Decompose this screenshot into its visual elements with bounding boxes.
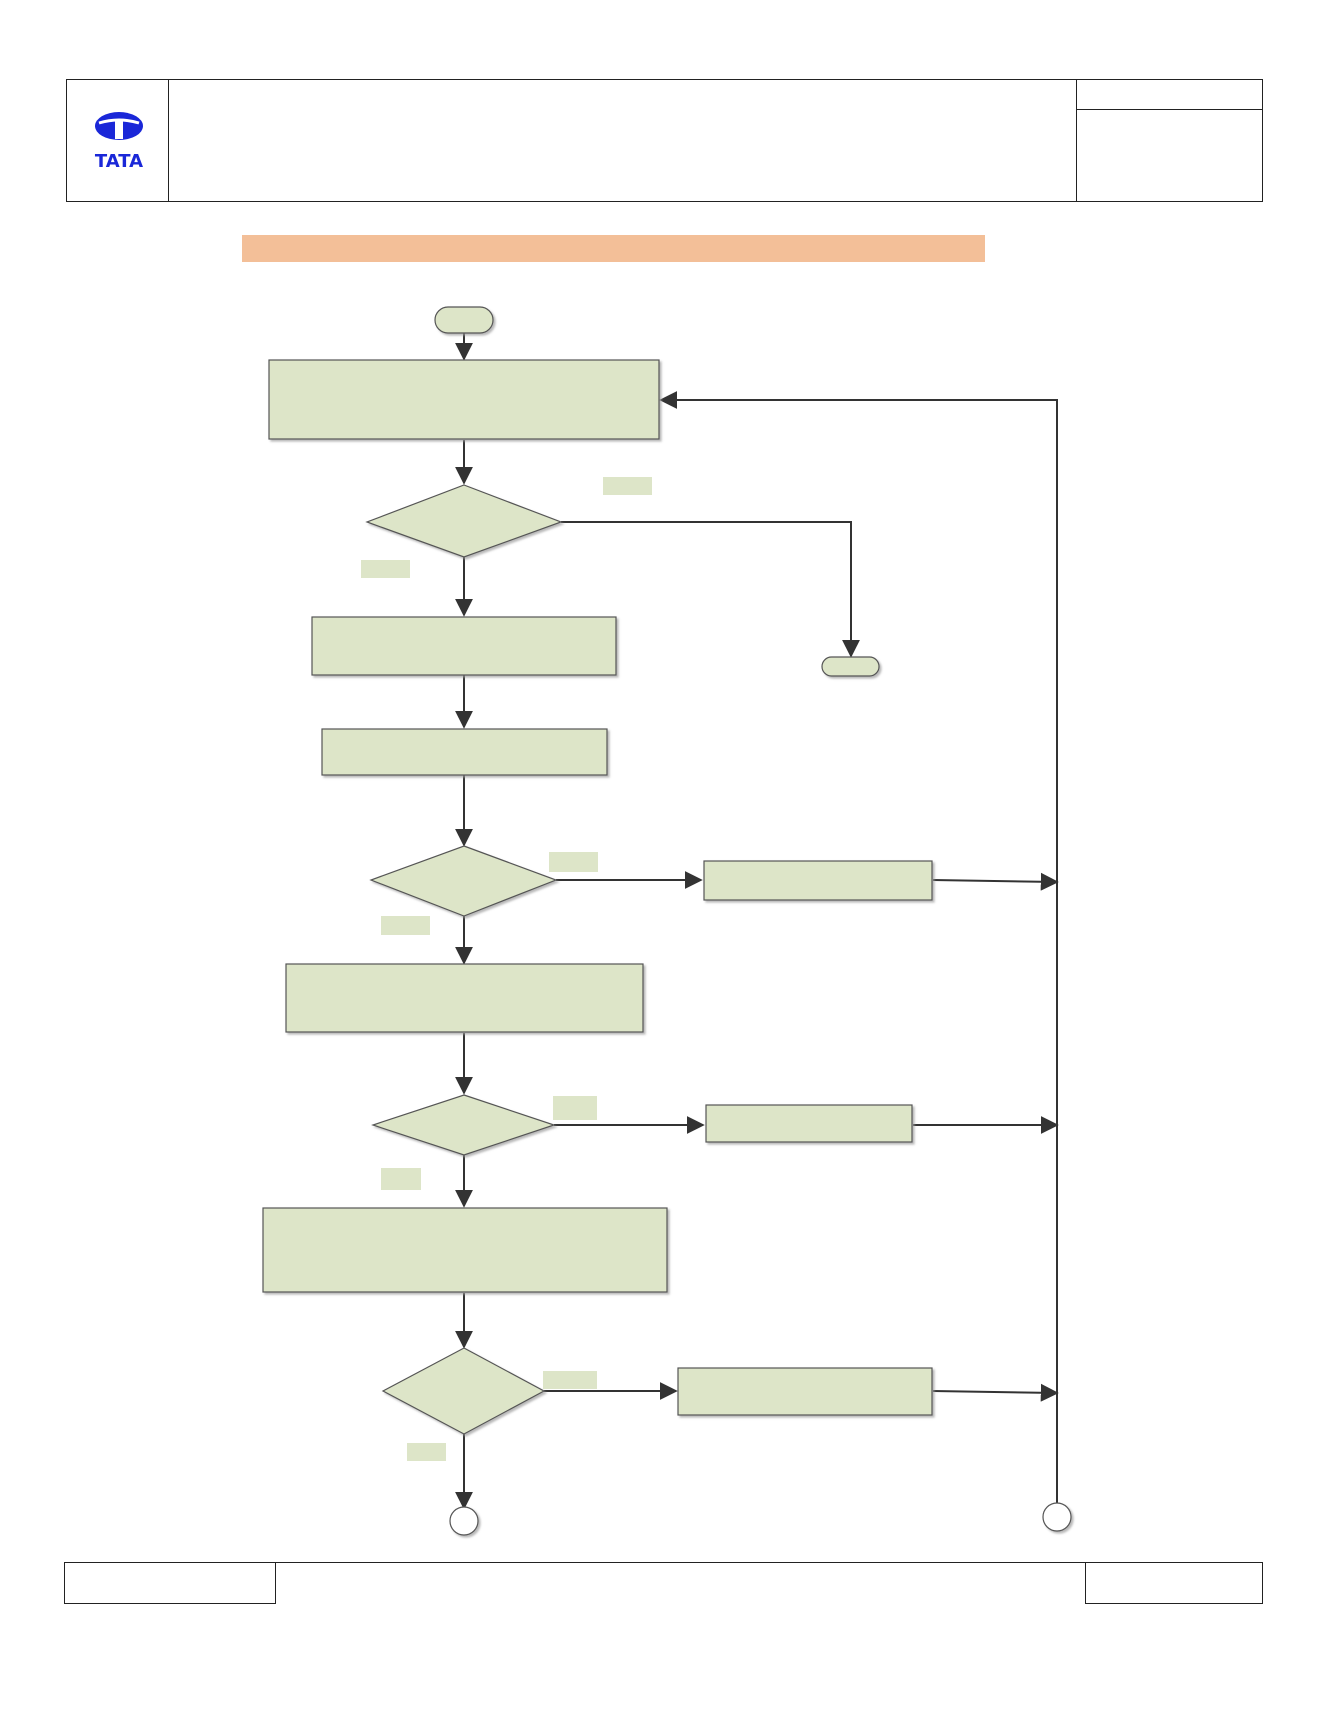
end-terminal [821, 656, 880, 677]
decision-4 [381, 1347, 546, 1435]
tata-logo-icon: TATA [95, 112, 143, 172]
decision-3 [371, 1094, 556, 1156]
edge-label-d3-down-tag [381, 1168, 421, 1190]
footer-left-cell [64, 1562, 276, 1604]
logo-wordmark: TATA [95, 151, 143, 172]
edge-label-d4-down-tag [407, 1443, 446, 1461]
section-banner [242, 235, 985, 262]
process-step2 [311, 616, 617, 676]
edge-label-d3-right-tag [553, 1096, 597, 1120]
process-side4 [677, 1367, 933, 1416]
decision-2 [369, 845, 558, 917]
process-side2 [703, 860, 933, 901]
edge-label-d1-down-tag [361, 560, 410, 578]
connector-lines [455, 333, 1059, 1510]
header-logo-cell: TATA [66, 79, 169, 202]
edge-label-d2-down-tag [381, 916, 430, 935]
start-terminal [434, 306, 494, 334]
process-step5 [262, 1207, 668, 1293]
process-step4 [285, 963, 644, 1033]
edge-label-tags [361, 477, 652, 1461]
edge-label-d4-right-tag [543, 1371, 597, 1389]
footer-right-cell [1085, 1562, 1263, 1604]
process-step3 [321, 728, 608, 776]
edge-loop-back [659, 391, 1058, 1504]
header-ref-bottom [1076, 109, 1263, 202]
page-connectors [449, 1502, 1072, 1536]
edge-side4-return [932, 1383, 1059, 1402]
process-shapes [262, 306, 933, 1435]
edge-side2-return [932, 872, 1059, 891]
connector-right [1042, 1502, 1072, 1532]
process-side3 [705, 1104, 913, 1143]
edge-label-d1-right-tag [603, 477, 652, 495]
process-step1 [268, 359, 660, 440]
decision-1 [365, 484, 563, 558]
edge-label-d2-right-tag [549, 852, 598, 872]
connector-bottom [449, 1506, 479, 1536]
edge-decision1-end [561, 521, 860, 658]
footer-rule [275, 1562, 1086, 1563]
